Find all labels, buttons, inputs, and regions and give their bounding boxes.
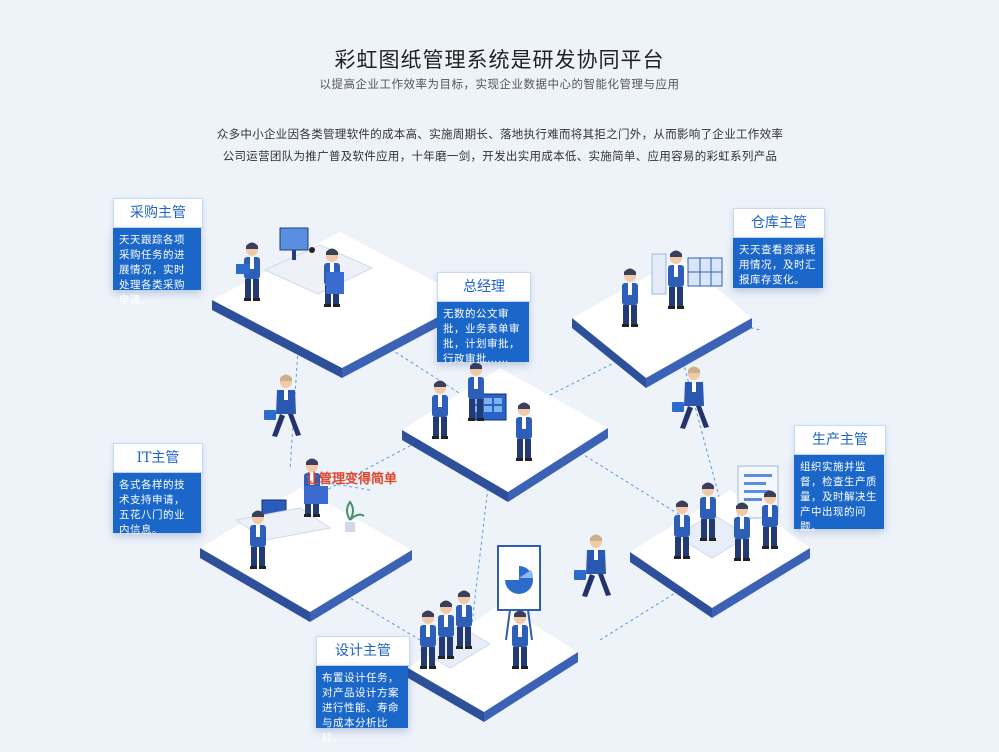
walking-employee-right xyxy=(672,366,709,429)
card-design: 设计主管 布置设计任务，对产品设计方案进行性能、寿命与成本分析比较。 xyxy=(316,636,410,744)
card-production-title: 生产主管 xyxy=(794,425,886,455)
card-it-desc: 各式各样的技术支持申请，五花八门的业内信息。 xyxy=(113,473,201,536)
watermark-slogan: 让管理变得简单 xyxy=(306,472,398,487)
procurement-office-scene xyxy=(236,227,374,307)
card-procurement-desc: 天天跟踪各项采购任务的进展情况，实时处理各类采购申请。 xyxy=(113,228,201,306)
production-scene xyxy=(674,465,779,561)
platform-warehouse xyxy=(572,258,752,388)
card-procurement-title: 采购主管 xyxy=(113,198,203,228)
card-it: IT主管 各式各样的技术支持申请，五花八门的业内信息。 xyxy=(113,443,203,536)
card-manager-title: 总经理 xyxy=(437,272,531,302)
card-design-desc: 布置设计任务，对产品设计方案进行性能、寿命与成本分析比较。 xyxy=(316,666,408,744)
card-warehouse-title: 仓库主管 xyxy=(733,208,825,238)
card-warehouse: 仓库主管 天天查看资源耗用情况，及时汇报库存变化。 xyxy=(733,208,825,288)
card-design-title: 设计主管 xyxy=(316,636,410,666)
manager-scene xyxy=(432,362,532,461)
warehouse-scene xyxy=(622,250,723,327)
platform-manager xyxy=(402,368,608,502)
card-procurement: 采购主管 天天跟踪各项采购任务的进展情况，实时处理各类采购申请。 xyxy=(113,198,203,306)
intro-line-2: 公司运营团队为推广普及软件应用，十年磨一剑，开发出实用成本低、实施简单、应用容易… xyxy=(222,149,778,163)
platform-design xyxy=(408,604,578,722)
walking-employee-bottom xyxy=(574,534,611,597)
walking-employee-left xyxy=(264,374,301,437)
page-title: 彩虹图纸管理系统是研发协同平台 xyxy=(334,48,665,72)
card-production-desc: 组织实施并监督，检查生产质量，及时解决生产中出现的问题。 xyxy=(794,455,884,533)
it-support-scene xyxy=(234,458,365,569)
design-scene xyxy=(419,545,541,669)
card-it-title: IT主管 xyxy=(113,443,203,473)
platform-production xyxy=(630,490,810,618)
intro-line-1: 众多中小企业因各类管理软件的成本高、实施周期长、落地执行难而将其拒之门外，从而影… xyxy=(216,127,784,141)
card-manager: 总经理 无数的公文审批，业务表单审批，计划审批，行政审批…… xyxy=(437,272,531,365)
page-subtitle: 以提高企业工作效率为目标，实现企业数据中心的智能化管理与应用 xyxy=(319,77,680,91)
card-warehouse-desc: 天天查看资源耗用情况，及时汇报库存变化。 xyxy=(733,238,823,288)
card-manager-desc: 无数的公文审批，业务表单审批，计划审批，行政审批…… xyxy=(437,302,529,365)
card-production: 生产主管 组织实施并监督，检查生产质量，及时解决生产中出现的问题。 xyxy=(794,425,886,533)
